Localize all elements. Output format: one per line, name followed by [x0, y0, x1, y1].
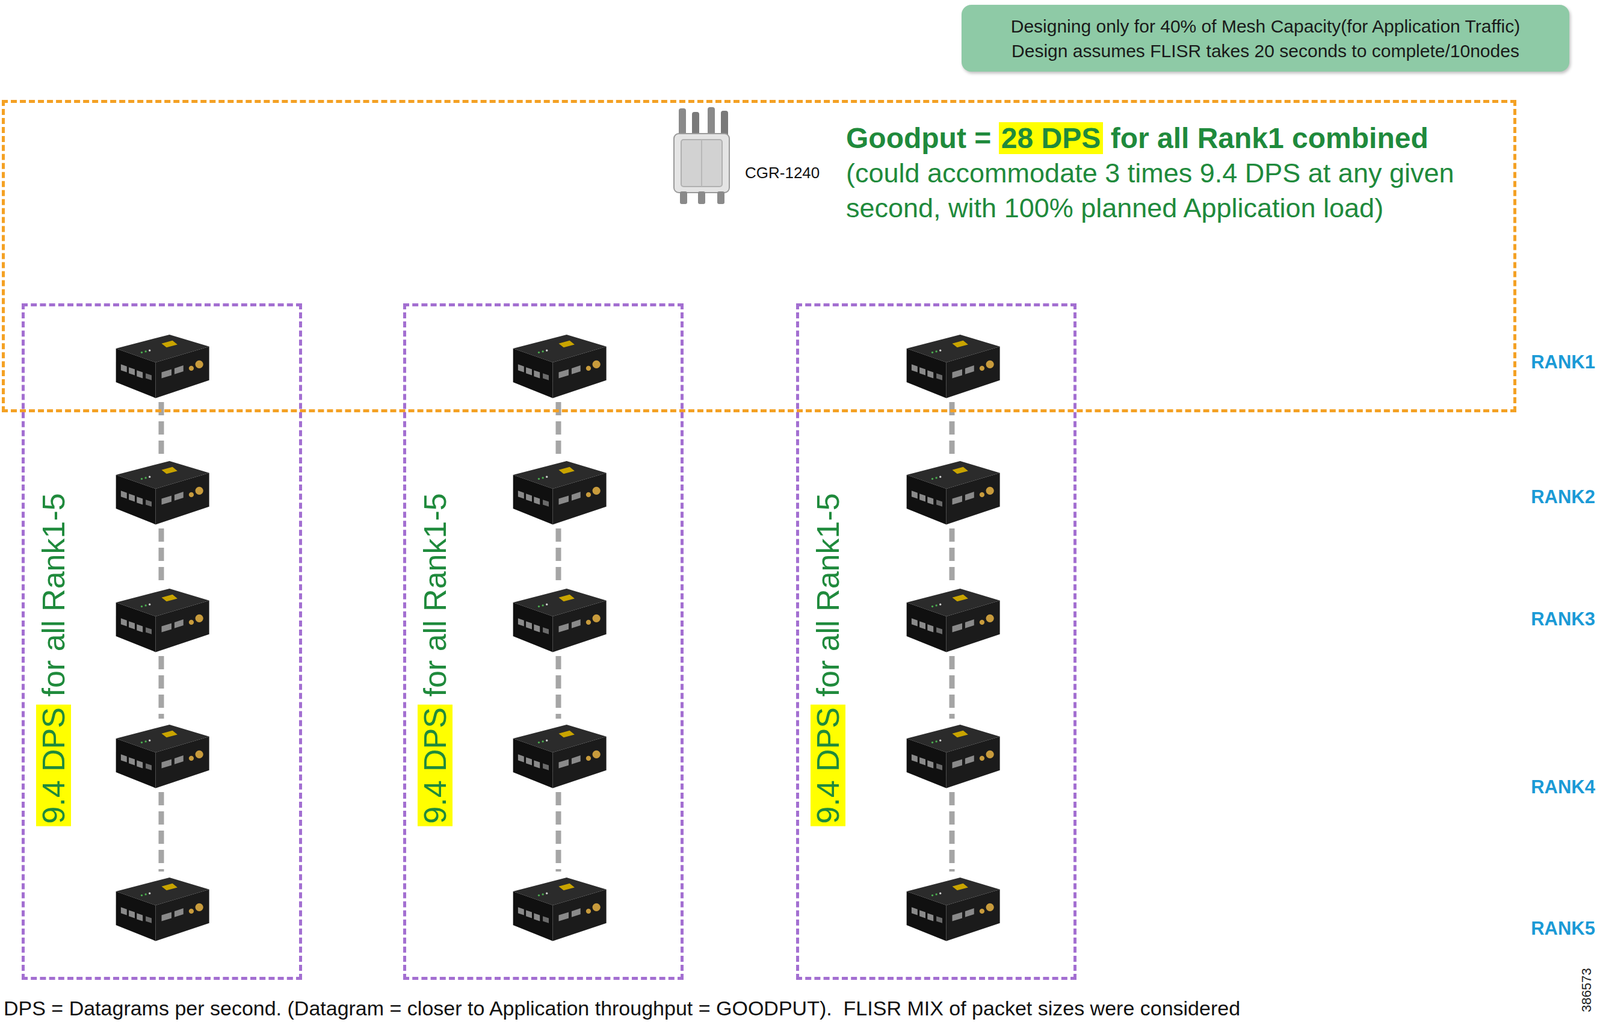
router-icon — [116, 334, 210, 399]
highlight-value: 9.4 DPS — [417, 704, 453, 827]
branch-group: 9.4 DPS for all Rank1-5 — [796, 303, 1077, 980]
rank-label: RANK2 — [1530, 485, 1596, 509]
figure-number: 386573 — [1578, 967, 1595, 1012]
router-icon — [116, 460, 210, 525]
highlight-value: 28 DPS — [998, 122, 1103, 155]
router-icon — [513, 460, 607, 525]
gateway-label: CGR-1240 — [744, 162, 820, 183]
goodput-heading: Goodput =28 DPSfor all Rank1 combined — [846, 120, 1508, 156]
rank-label: RANK1 — [1530, 350, 1596, 374]
goodput-note: (could accommodate 3 times 9.4 DPS at an… — [846, 155, 1508, 226]
note-box: Designing only for 40% of Mesh Capacity(… — [961, 4, 1570, 72]
goodput-text: Goodput =28 DPSfor all Rank1 combined(co… — [846, 120, 1508, 226]
router-icon — [906, 588, 1001, 653]
router-icon — [116, 724, 210, 789]
rank1-group: Goodput =28 DPSfor all Rank1 combined(co… — [1, 99, 1517, 413]
rank-label: RANK4 — [1530, 775, 1596, 799]
gateway-device — [673, 107, 730, 204]
vertical-text: 9.4 DPS for all Rank1-5 — [416, 492, 454, 826]
router-icon — [906, 460, 1001, 525]
vertical-text: 9.4 DPS for all Rank1-5 — [809, 492, 847, 826]
highlight-value: 9.4 DPS — [810, 704, 846, 827]
note-text: Designing only for 40% of Mesh Capacity(… — [1010, 13, 1521, 39]
caption: DPS = Datagrams per second. (Datagram = … — [3, 995, 1241, 1020]
router-icons — [116, 334, 1001, 942]
heading-text: for all Rank1 combined — [1110, 122, 1429, 155]
group-text: for all Rank1-5 — [36, 492, 72, 697]
router-icon — [906, 724, 1001, 789]
router-icon — [513, 334, 607, 399]
rank-label: RANK3 — [1530, 607, 1596, 631]
rank-label: RANK5 — [1530, 917, 1596, 940]
router-icon — [513, 724, 607, 789]
note-text: Design assumes FLISR takes 20 seconds to… — [1011, 38, 1520, 64]
router-icon — [116, 877, 210, 942]
group-text: for all Rank1-5 — [417, 492, 453, 697]
device-label: CGR-1240 — [744, 162, 820, 183]
highlight-value: 9.4 DPS — [36, 704, 72, 827]
branch-group: 9.4 DPS for all Rank1-5 — [21, 303, 303, 980]
router-icon — [513, 877, 607, 942]
heading-text: Goodput = — [846, 122, 992, 155]
vertical-text: 9.4 DPS for all Rank1-5 — [35, 492, 72, 826]
router-icon — [906, 334, 1001, 399]
router-icon — [906, 877, 1001, 942]
group-text: for all Rank1-5 — [810, 492, 846, 697]
mesh-link — [161, 401, 952, 872]
router-icon — [513, 588, 607, 653]
branch-group: 9.4 DPS for all Rank1-5 — [403, 303, 684, 980]
router-icon — [116, 588, 210, 653]
